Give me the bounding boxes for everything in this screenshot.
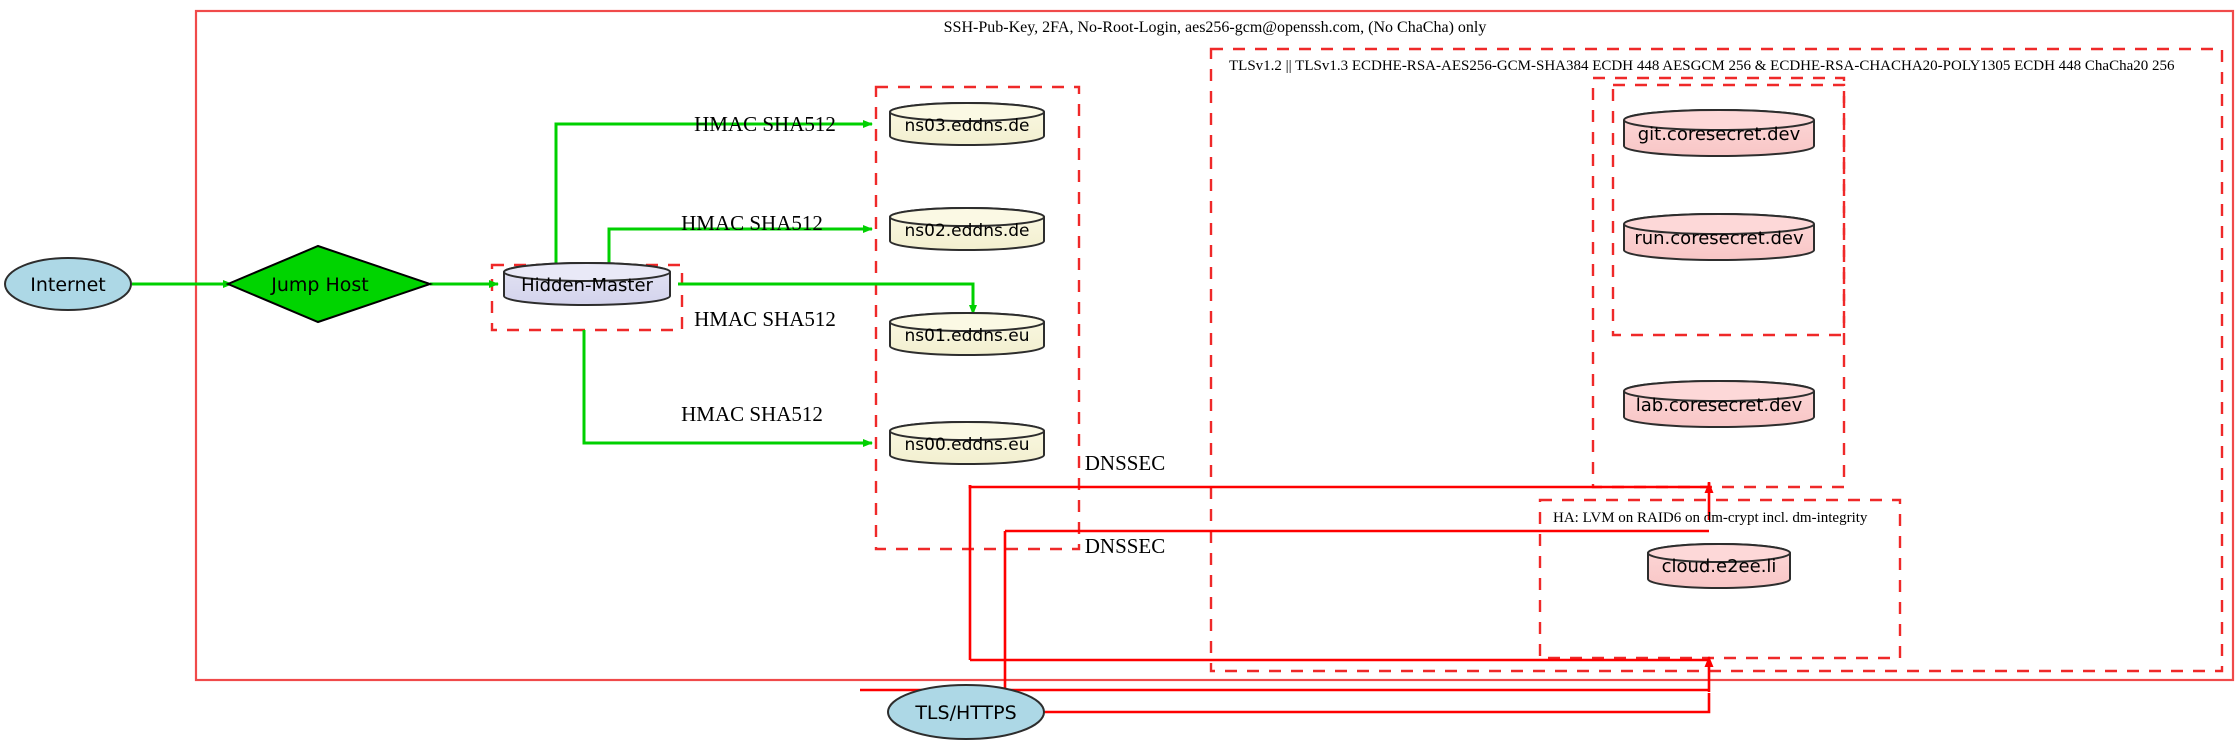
node-ns03[interactable]: ns03.eddns.de xyxy=(889,102,1045,146)
node-run-label: run.coresecret.dev xyxy=(1634,228,1804,249)
ha-note-label: HA: LVM on RAID6 on dm-crypt incl. dm-in… xyxy=(1553,510,1868,526)
node-ns02[interactable]: ns02.eddns.de xyxy=(889,207,1045,251)
node-ns01[interactable]: ns01.eddns.eu xyxy=(889,312,1045,356)
node-ns01-label: ns01.eddns.eu xyxy=(905,326,1030,346)
edge-hm-ns03 xyxy=(554,120,873,268)
node-cloud-label: cloud.e2ee.li xyxy=(1662,556,1777,577)
edge-hm-ns02 xyxy=(607,225,873,268)
red-edge-group xyxy=(860,482,1714,714)
tls-policy-label: TLSv1.2 || TLSv1.3 ECDHE-RSA-AES256-GCM-… xyxy=(1229,58,2175,74)
node-run-coresecret[interactable]: run.coresecret.dev xyxy=(1623,213,1815,261)
edge-label-dnssec-1: DNSSEC xyxy=(1085,451,1166,475)
node-hidden-master[interactable]: Hidden-Master xyxy=(503,262,671,306)
node-cloud-e2ee[interactable]: cloud.e2ee.li xyxy=(1647,543,1791,589)
node-internet-label: Internet xyxy=(30,274,105,296)
node-lab-coresecret[interactable]: lab.coresecret.dev xyxy=(1623,380,1815,428)
green-edge-group xyxy=(132,120,977,447)
node-git-label: git.coresecret.dev xyxy=(1638,124,1801,145)
node-jump-host-label: Jump Host xyxy=(270,274,369,296)
edge-label-hmac-4: HMAC SHA512 xyxy=(681,402,823,426)
outer-ssh-boundary xyxy=(194,9,2235,682)
edge-hm-ns00 xyxy=(582,330,873,447)
node-ns02-label: ns02.eddns.de xyxy=(905,221,1030,241)
edge-label-hmac-3: HMAC SHA512 xyxy=(694,307,836,331)
node-lab-label: lab.coresecret.dev xyxy=(1636,395,1803,416)
node-ns00-label: ns00.eddns.eu xyxy=(905,435,1030,455)
node-hidden-master-label: Hidden-Master xyxy=(521,275,653,296)
edge-tls-right xyxy=(1044,693,1711,714)
edge-label-dnssec-2: DNSSEC xyxy=(1085,534,1166,558)
node-jump-host[interactable]: Jump Host xyxy=(225,244,434,324)
node-git-coresecret[interactable]: git.coresecret.dev xyxy=(1623,109,1815,157)
node-internet[interactable]: Internet xyxy=(4,257,132,311)
node-tls-https-label: TLS/HTTPS xyxy=(914,702,1016,724)
edge-label-hmac-1: HMAC SHA512 xyxy=(694,112,836,136)
ha-storage-boundary xyxy=(1538,498,1902,660)
edge-hm-ns01 xyxy=(678,282,977,315)
edge-label-hmac-2: HMAC SHA512 xyxy=(681,211,823,235)
node-ns00[interactable]: ns00.eddns.eu xyxy=(889,421,1045,465)
tls-policy-boundary xyxy=(1209,47,2224,673)
ssh-policy-label: SSH-Pub-Key, 2FA, No-Root-Login, aes256-… xyxy=(944,19,1487,36)
edge-dnssec-upper-h xyxy=(968,482,1711,489)
node-ns03-label: ns03.eddns.de xyxy=(905,116,1030,136)
node-tls-https[interactable]: TLS/HTTPS xyxy=(887,684,1045,740)
coresecret-inner-boundary xyxy=(1611,83,1846,337)
